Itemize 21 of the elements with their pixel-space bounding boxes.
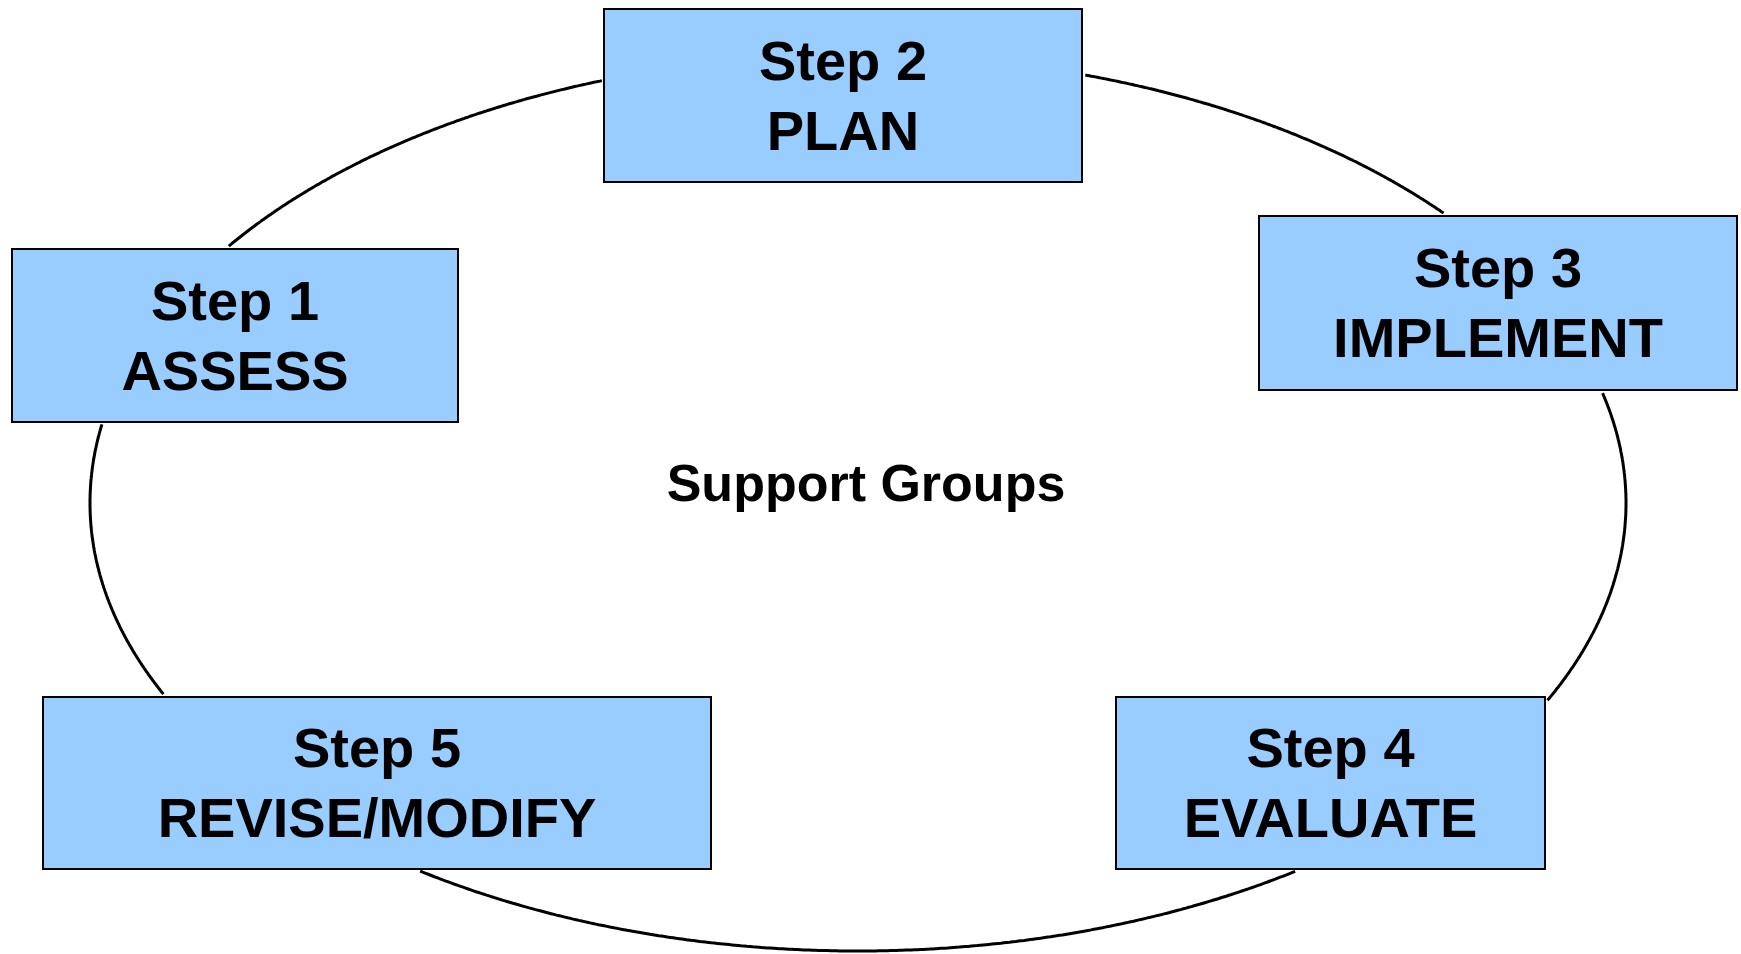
step-box bbox=[1258, 215, 1738, 391]
connector-arc bbox=[1085, 73, 1445, 215]
connector-arc bbox=[1546, 392, 1628, 702]
step-number: Step 1 bbox=[150, 267, 320, 334]
connector-arc bbox=[419, 869, 1296, 953]
step-box bbox=[603, 8, 1083, 183]
step-number: Step 4 bbox=[1246, 715, 1415, 781]
connector-arc bbox=[88, 423, 165, 696]
center-label: Support Groups bbox=[666, 453, 1066, 513]
step-number: Step 3 bbox=[1413, 235, 1583, 301]
step-number: Step 2 bbox=[758, 27, 928, 94]
step-title: IMPLEMENT bbox=[1333, 305, 1663, 371]
step-title: REVISE/MODIFY bbox=[157, 785, 597, 851]
step-box bbox=[1115, 696, 1546, 870]
step-title: ASSESS bbox=[121, 337, 349, 404]
step-title: PLAN bbox=[766, 97, 920, 164]
step-box bbox=[11, 248, 459, 423]
step-number: Step 5 bbox=[292, 715, 462, 781]
step-box bbox=[42, 696, 712, 870]
connector-arc bbox=[227, 79, 603, 248]
step-title: EVALUATE bbox=[1183, 785, 1478, 851]
